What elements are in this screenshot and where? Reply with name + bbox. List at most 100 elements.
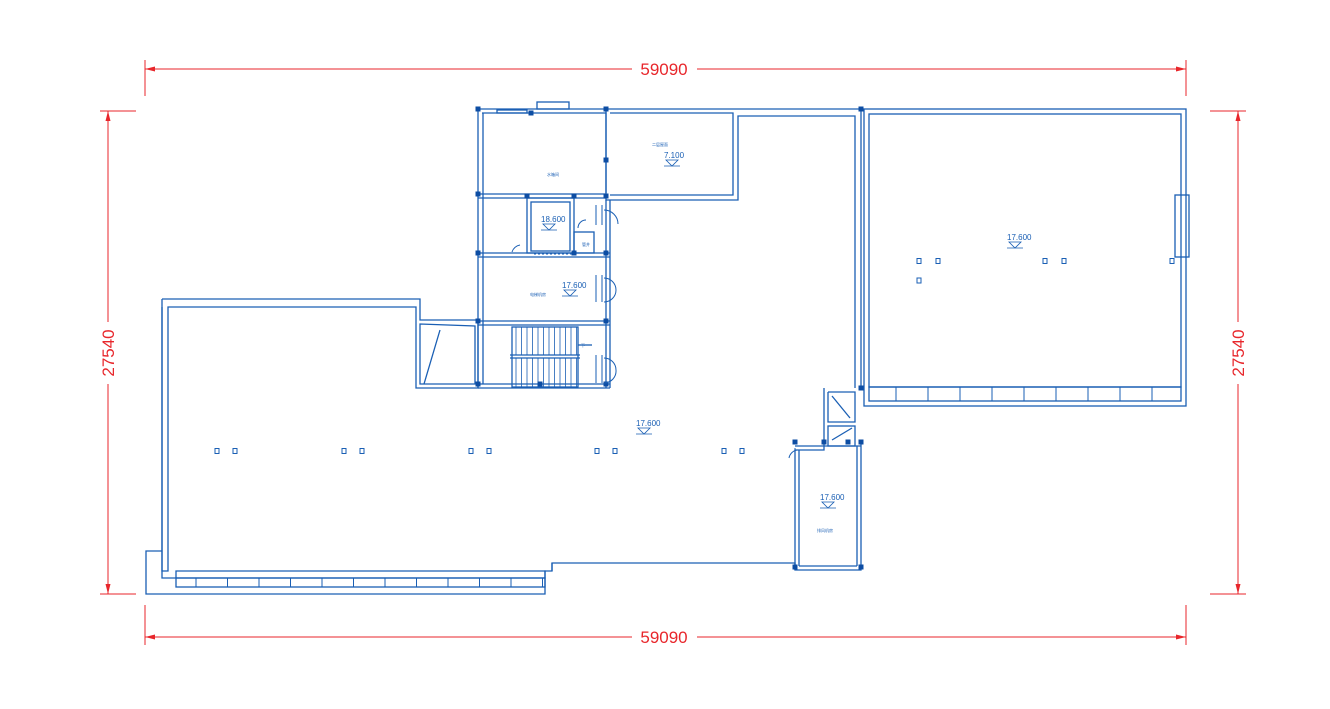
ramp-area-wall (419, 323, 476, 385)
column (603, 381, 609, 387)
small-room-wall (526, 197, 575, 254)
door-core-left (510, 244, 521, 258)
door-lower-right-room (788, 448, 798, 470)
stair-outline (511, 326, 579, 388)
roof-anchor (232, 448, 238, 454)
elevation-marker (562, 289, 578, 297)
roof-anchor (341, 448, 347, 454)
room-label-top-left: 水箱间 (547, 171, 559, 177)
column (475, 191, 481, 197)
door-mid-right (595, 275, 617, 303)
core-block-inner-wall (482, 112, 607, 193)
column (475, 381, 481, 387)
roof-anchor (916, 277, 922, 284)
small-room-inner-wall (530, 201, 571, 252)
roof-anchors (214, 258, 1175, 454)
vestibule-diagonal-2 (831, 427, 853, 441)
roof-anchor (916, 258, 922, 264)
room-labels: 二层屋面 水箱间 管井 电梯机房 排风机房 下 (530, 141, 833, 533)
roof-anchor (486, 448, 492, 454)
elevation-main-roof: 17.600 (636, 419, 661, 428)
roof-anchor (359, 448, 365, 454)
shaft-room-wall (573, 231, 595, 254)
columns (475, 106, 864, 570)
doors (510, 205, 798, 470)
main-roof-bottom-edge (176, 442, 862, 579)
column (858, 564, 864, 570)
elevation-lower-right: 17.600 (820, 493, 845, 502)
column (603, 193, 609, 199)
vestibule-wall (794, 388, 825, 570)
top-dimension-arrow-left (145, 66, 155, 72)
roof-anchor (935, 258, 941, 264)
top-dimension-label: 59090 (640, 60, 687, 79)
elevation-marker (541, 223, 557, 231)
column (858, 106, 864, 112)
window-top (496, 109, 528, 114)
column (475, 250, 481, 256)
ramp-diagonal (423, 329, 441, 385)
elevation-right-block: 17.600 (1007, 233, 1032, 242)
column (475, 106, 481, 112)
main-roof-outer-wall (161, 298, 479, 572)
roof-anchor (214, 448, 220, 454)
elevation-markers (541, 159, 1023, 509)
roof-anchor (612, 448, 618, 454)
vestibule-diagonal (831, 395, 851, 419)
roof-anchor (1169, 258, 1175, 264)
column (858, 385, 864, 391)
left-dimension-arrow-top (105, 111, 111, 121)
elevation-marker (636, 427, 652, 435)
left-dimension-label: 27540 (99, 329, 118, 376)
walls (145, 101, 1190, 595)
column (475, 318, 481, 324)
room-label-upper-mid: 二层屋面 (652, 141, 668, 147)
room-label-lower-right: 排风机房 (817, 527, 833, 533)
bottom-dimension-arrow-left (145, 634, 155, 640)
parapet-ticks (195, 387, 1153, 587)
upper-mid-room-wall (605, 109, 856, 388)
right-block-parapet (868, 386, 1182, 402)
roof-anchor (468, 448, 474, 454)
column (858, 439, 864, 445)
door-small-room (577, 219, 587, 229)
column (571, 193, 577, 199)
right-block-side-bump (1174, 194, 1190, 258)
right-dimension-arrow-bottom (1235, 584, 1241, 594)
column (821, 439, 827, 445)
roof-anchor (594, 448, 600, 454)
right-block-inner-wall (868, 113, 1182, 388)
elevation-labels: 7.100 18.600 17.600 17.600 17.600 17.600 (541, 151, 1032, 502)
right-dimension-label: 27540 (1229, 329, 1248, 376)
column (792, 439, 798, 445)
roof-anchor (739, 448, 745, 454)
door-upper-right (595, 205, 619, 225)
column (603, 250, 609, 256)
elevation-upper-mid: 7.100 (664, 151, 685, 160)
left-dimension-arrow-bottom (105, 584, 111, 594)
bottom-dimension-label: 59090 (640, 628, 687, 647)
right-dimension-arrow-top (1235, 111, 1241, 121)
column (845, 439, 851, 445)
room-label-shaft: 管井 (582, 241, 590, 247)
column (524, 193, 530, 199)
right-block-outer-wall (863, 108, 1187, 407)
bottom-parapet (175, 577, 546, 588)
top-dimension-arrow-right (1176, 66, 1186, 72)
door-lower-right (595, 355, 617, 384)
roof-anchor (1042, 258, 1048, 264)
column (603, 318, 609, 324)
bottom-dimension-arrow-right (1176, 634, 1186, 640)
elevation-marker (820, 501, 836, 509)
stair-steps (515, 327, 577, 387)
column (792, 564, 798, 570)
roof-anchor (1061, 258, 1067, 264)
column (537, 381, 543, 387)
roof-hatch (536, 101, 570, 110)
dimension-lines (100, 60, 1246, 645)
column (571, 250, 577, 256)
column (603, 157, 609, 163)
column (528, 110, 534, 116)
elevation-marker (1007, 241, 1023, 249)
